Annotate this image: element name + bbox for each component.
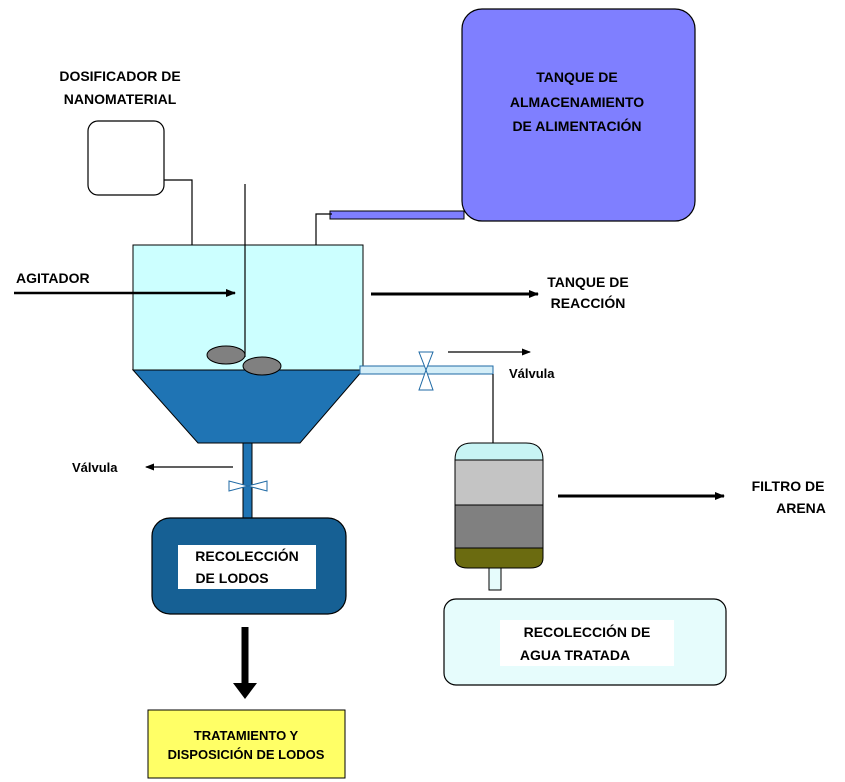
filter-outlet-pipe bbox=[488, 567, 502, 591]
doser-line bbox=[164, 179, 193, 258]
bottom-valve-label: Válvula bbox=[72, 460, 118, 475]
treated-water-label-line-1: RECOLECCIÓN DE bbox=[524, 623, 651, 640]
sludge-collection-label-line-1: RECOLECCIÓN bbox=[195, 547, 298, 564]
sludge-collection-label-line-2: DE LODOS bbox=[195, 570, 268, 586]
reaction-tank-liquid bbox=[132, 244, 364, 371]
sludge-treatment-label-line-2: DISPOSICIÓN DE LODOS bbox=[168, 747, 325, 762]
right-valve-icon bbox=[418, 351, 434, 391]
storage-tank-label-line-3: DE ALIMENTACIÓN bbox=[512, 117, 641, 134]
sludge-down-arrowhead bbox=[233, 683, 257, 699]
particle bbox=[206, 345, 246, 365]
sludge-treatment-label-line-1: TRATAMIENTO Y bbox=[194, 728, 299, 743]
treated-water-label-bg bbox=[500, 620, 674, 666]
sludge-treatment-box bbox=[147, 709, 346, 779]
treated-water-label-line-2: AGUA TRATADA bbox=[520, 647, 630, 663]
doser-label-line-1: DOSIFICADOR DE bbox=[59, 68, 180, 84]
storage-tank-label-line-2: ALMACENAMIENTO bbox=[510, 94, 644, 110]
bottom-valve-icon bbox=[228, 480, 268, 492]
agitator-label: AGITADOR bbox=[16, 270, 90, 286]
filter-label-line-2: ARENA bbox=[776, 500, 826, 516]
storage-tank bbox=[461, 8, 696, 222]
feed-pipe bbox=[329, 210, 465, 220]
right-valve-label: Válvula bbox=[509, 366, 555, 381]
sand-filter bbox=[454, 442, 544, 569]
reaction-tank-label-line-2: REACCIÓN bbox=[551, 294, 626, 311]
nanomaterial-doser bbox=[87, 120, 165, 196]
filter-label-line-1: FILTRO DE bbox=[752, 478, 825, 494]
reaction-tank-sludge bbox=[131, 369, 365, 444]
doser-label-line-2: NANOMATERIAL bbox=[64, 91, 177, 107]
sludge-collection-label-bg bbox=[178, 545, 316, 589]
reaction-tank-label-line-1: TANQUE DE bbox=[547, 274, 628, 290]
storage-tank-label-line-1: TANQUE DE bbox=[536, 69, 617, 85]
bottom-outlet-pipe bbox=[242, 442, 253, 524]
particle bbox=[242, 356, 282, 376]
